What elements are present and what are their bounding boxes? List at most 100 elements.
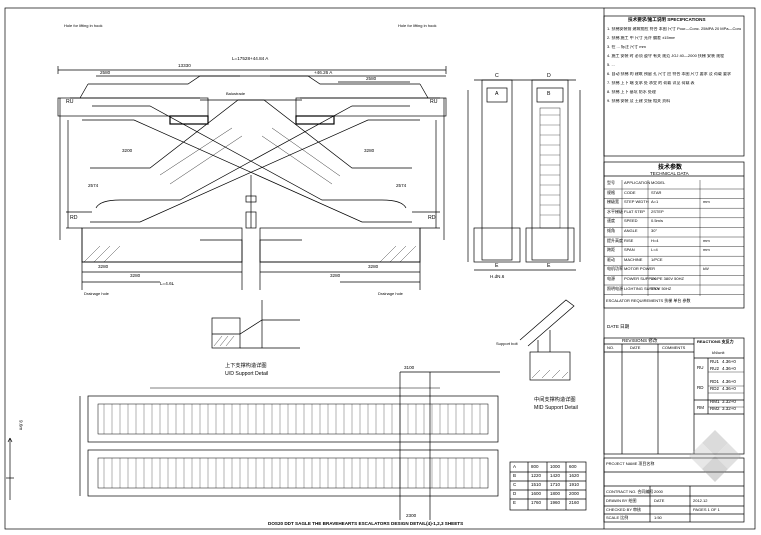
dim-upper-width-right: 2580 [366, 76, 377, 81]
tech-row-en: STEP WIDTH [624, 199, 649, 205]
tech-row-cn: 倾角 [607, 228, 615, 233]
note-balustrade: Balustrade [226, 91, 246, 96]
tech-table [603, 161, 745, 309]
plan-view [79, 371, 500, 520]
note-drainage-left: Drainage hole [84, 291, 109, 296]
tech-row-cn: 电源 [607, 276, 615, 281]
label-ru-left: RU [66, 99, 74, 105]
reaction-value: 3.32+0 [722, 406, 736, 411]
dim-lower-right: 3280 [364, 148, 375, 153]
tech-row-value: MODEL [651, 180, 666, 185]
dim-table-header: A [513, 464, 517, 469]
note-pit-left: Hole for lifting in hook [64, 23, 103, 28]
tech-row-value: 30° [651, 228, 658, 233]
tech-row-en: MOTOR POWER [624, 266, 656, 272]
tech-row-cn: 跨距 [607, 247, 615, 253]
tech-row-en: RISE [624, 237, 634, 243]
notes-box [603, 15, 745, 157]
label-rd-right: RD [428, 215, 436, 221]
date-value-tb: 2012.12 [693, 498, 708, 503]
dim-table-cell: 1800 [550, 491, 561, 496]
section-letter-e: E [495, 263, 499, 269]
note-line: 4. 施工 安装 时 必须 遵守 有关 规范 JGJ 40—2000 扶梯 安装… [607, 54, 725, 58]
section-letter-d: D [547, 73, 551, 79]
title-block [603, 457, 745, 523]
dim-table [509, 461, 587, 511]
revision-table [603, 337, 745, 455]
reaction-key: RM1 [710, 399, 720, 404]
tech-row-value: 2STEP [651, 208, 664, 214]
mid-detail-en: MID Support Detail [534, 405, 578, 411]
tech-row-cn: 型号 [607, 180, 615, 185]
tech-row-en: CODE [624, 189, 636, 195]
tech-title-cn: 技术参数 [658, 165, 683, 171]
dim-plan-length: 3100 [404, 365, 415, 370]
tech-row-cn: 梯级宽 [607, 199, 619, 205]
dim-table-header: 600 [569, 464, 577, 469]
tech-row-cn: 水平梯级 [607, 208, 623, 214]
reaction-value: 3.32+0 [722, 399, 736, 404]
label-ru-right: RU [430, 99, 438, 105]
watermark-logo [689, 430, 741, 482]
bottom-caption: DOS20 DDT SAGLE THE BRAVEHEARTS ESCALATO… [268, 521, 464, 526]
dim-plan-width: H.dN.6 [490, 274, 505, 279]
tech-row-unit: mm [703, 199, 710, 205]
dim-table-cell: 1620 [569, 473, 580, 478]
left-vert-label: 9.6m [18, 420, 24, 431]
tech-row-en: LIGHTING SUPPLY [624, 285, 660, 291]
tech-row-value: 0.5m/s [651, 218, 664, 224]
tech-row-cn: 电机功率 [607, 266, 623, 272]
rev-col-date: DATE [630, 345, 641, 350]
label-rd-left: RD [70, 215, 78, 221]
scale-value: 1:50 [654, 515, 662, 520]
reaction-value: 4.36+0 [722, 379, 736, 384]
reaction-key: RU2 [710, 366, 720, 371]
reactions-title: REACTIONS 支反力 [697, 339, 734, 344]
dim-table-cell: E [513, 500, 517, 505]
tech-row-cn: 驱动 [607, 256, 615, 262]
dim-table-header: 1000 [550, 464, 561, 469]
rev-col-no: NO. [607, 345, 615, 350]
dim-table-cell: D [513, 491, 517, 496]
ud-support-detail [211, 300, 300, 349]
dim-table-header: 800 [531, 464, 539, 469]
tech-row-unit: mm [703, 247, 710, 253]
tech-row-value: H=4 [651, 237, 659, 243]
mid-detail-cn: 中间支撑构造详图 [534, 397, 576, 403]
scale-label: SCALE 比例 [606, 515, 629, 520]
date-label: DATE [607, 324, 619, 329]
tech-row-en: ANGLE [624, 228, 638, 233]
dim-table-cell: 1710 [550, 482, 561, 487]
date-value: 日期 [620, 324, 630, 329]
note-line: 3. 在 ... 标注 尺寸 mm [607, 45, 646, 49]
mid-support-detail [519, 299, 575, 381]
note-line: 1. 扶梯安装前 建筑物应 符合 本图 尺寸 Pour—Conc. 25MPA … [607, 27, 741, 31]
checked-value: PAGES 1 OF 1 [693, 507, 720, 512]
drawn-value: DATE [654, 498, 665, 503]
upd-detail-en: U/D Support Detail [225, 371, 269, 377]
tech-row-en: FLAT STEP [624, 208, 645, 214]
note-line: 7. 扶梯 上下 端 支承 处 承受 的 荷载 详见 荷载 表 [607, 81, 695, 85]
upd-detail-cn: 上下支撑构造详图 [225, 363, 267, 369]
reactions-unit: kN/unit [712, 350, 725, 355]
dim-table-cell: 1510 [531, 482, 542, 487]
note-support: Support bolt [496, 341, 518, 346]
reaction-group: RU [697, 365, 704, 370]
project-label: PROJECT NAME 项目名称 [606, 461, 655, 466]
dim-table-cell: 1420 [550, 473, 561, 478]
tech-row-value: STAR [651, 189, 662, 195]
note-pit-right: Hole for lifting in hook [398, 23, 437, 28]
dim-bottom-right2: 3280 [368, 264, 379, 269]
tech-row-value: 3N/PE 380V 50HZ [651, 276, 684, 281]
tech-row-unit: kW [703, 266, 709, 272]
dim-table-cell: 1600 [531, 491, 542, 496]
reaction-key: RU1 [710, 359, 720, 364]
dim-step: 2574 [88, 183, 99, 188]
tech-row-en: SPEED [624, 218, 638, 224]
tech-row-value: A=1 [651, 199, 659, 205]
dim-table-cell: 1220 [531, 473, 542, 478]
reaction-key: RD2 [710, 386, 720, 391]
tech-row-en: POWER SUPPLY [624, 276, 656, 281]
note-line: 5. ... [607, 63, 615, 67]
reaction-group: RD [697, 385, 704, 390]
